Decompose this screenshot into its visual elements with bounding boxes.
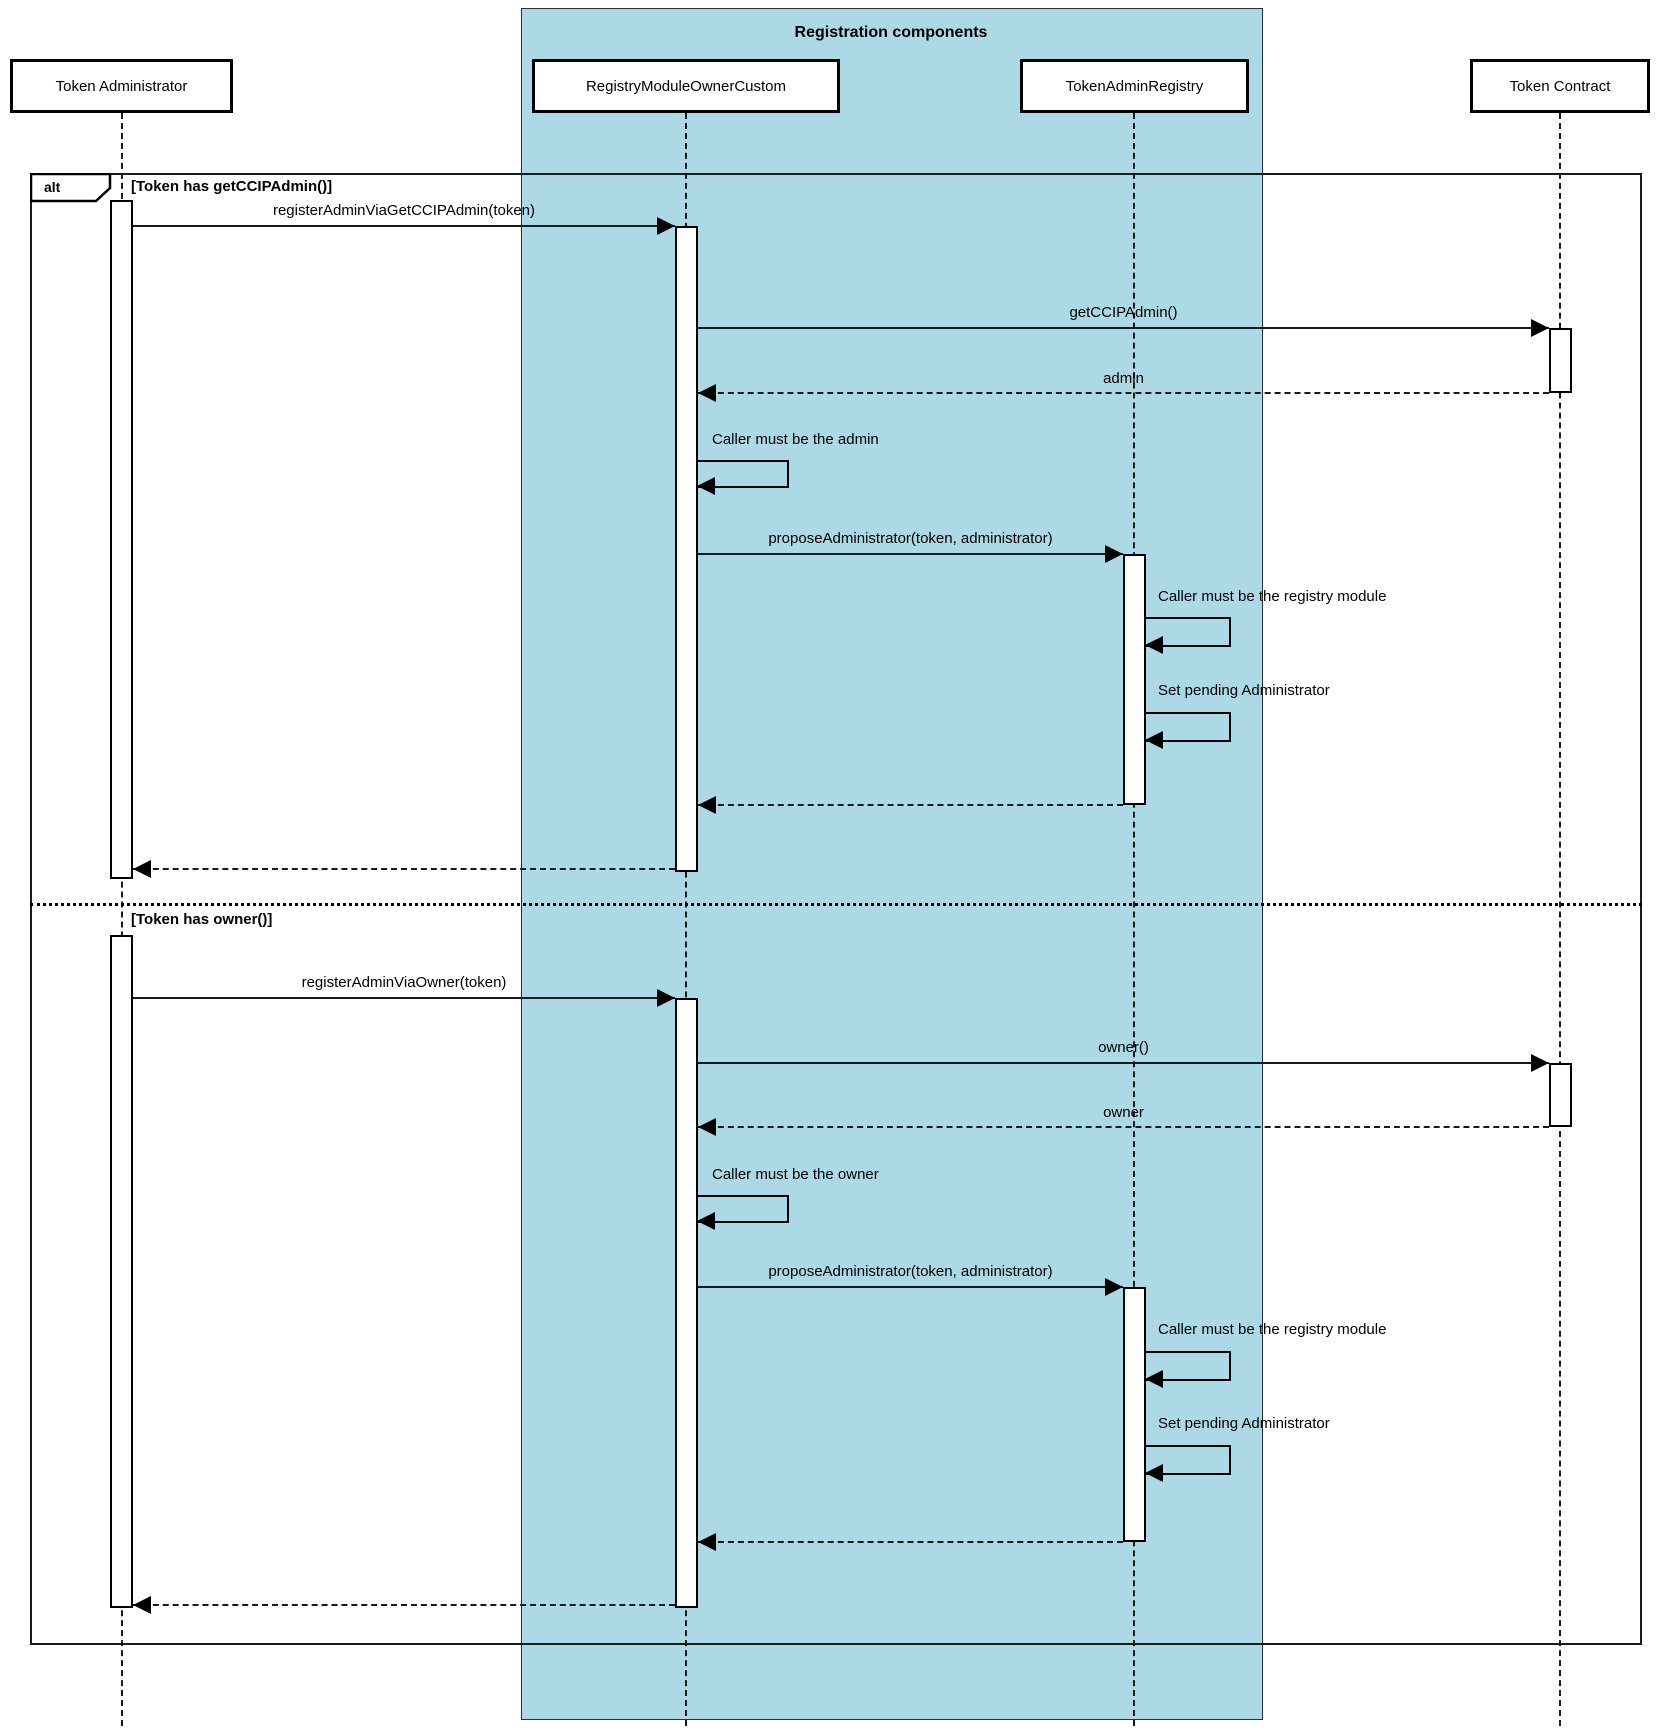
arrowhead-query-1 (1531, 319, 1549, 337)
self-message-label-check-caller-1: Caller must be the admin (712, 431, 879, 448)
arrowhead-query-2 (1531, 1054, 1549, 1072)
guard-token-has-owner: [Token has owner()] (131, 911, 273, 928)
arrowhead-check-registry-1 (1145, 636, 1163, 654)
message-label-query-return-1: admin (1103, 370, 1144, 387)
message-label-query-return-2: owner (1103, 1104, 1144, 1121)
activation-token-administrator-1 (110, 200, 133, 879)
alt-operator-label: alt (44, 179, 61, 195)
self-message-label-check-caller-2: Caller must be the owner (712, 1166, 879, 1183)
guard-token-has-getccipadmin: [Token has getCCIPAdmin()] (131, 178, 333, 195)
activation-token-contract-2 (1549, 1063, 1572, 1127)
activation-token-admin-registry-1 (1123, 554, 1146, 805)
self-message-loop-set-pending-2 (1145, 1445, 1231, 1475)
arrowhead-return-registry-2 (698, 1533, 716, 1551)
arrowhead-query-return-2 (698, 1118, 716, 1136)
activation-token-administrator-2 (110, 935, 133, 1608)
registration-components-title: Registration components (794, 24, 988, 41)
self-message-loop-check-caller-2 (697, 1195, 789, 1223)
return-line-registry-1 (698, 804, 1123, 806)
message-line-register-1 (133, 225, 675, 227)
activation-registry-module-2 (675, 998, 698, 1608)
lifeline-registry-module-owner-custom (685, 113, 687, 1726)
lifeline-token-admin-registry (1133, 113, 1135, 1726)
message-label-query-1: getCCIPAdmin() (1069, 304, 1178, 321)
activation-token-contract-1 (1549, 328, 1572, 393)
self-message-loop-check-registry-2 (1145, 1351, 1231, 1381)
message-line-propose-2 (698, 1286, 1123, 1288)
self-message-label-set-pending-2: Set pending Administrator (1158, 1415, 1330, 1432)
arrowhead-check-caller-2 (697, 1212, 715, 1230)
message-label-propose-2: proposeAdministrator(token, administrato… (768, 1263, 1053, 1280)
arrowhead-propose-1 (1105, 545, 1123, 563)
self-message-loop-check-registry-1 (1145, 617, 1231, 647)
message-line-query-1 (698, 327, 1549, 329)
participant-token-administrator: Token Administrator (10, 59, 233, 113)
activation-registry-module-1 (675, 226, 698, 872)
message-label-propose-1: proposeAdministrator(token, administrato… (768, 530, 1053, 547)
arrowhead-check-registry-2 (1145, 1370, 1163, 1388)
self-message-label-set-pending-1: Set pending Administrator (1158, 682, 1330, 699)
participant-label: Token Contract (1509, 77, 1611, 95)
participant-registry-module-owner-custom: RegistryModuleOwnerCustom (532, 59, 840, 113)
message-line-propose-1 (698, 553, 1123, 555)
participant-token-contract: Token Contract (1470, 59, 1650, 113)
participant-label: RegistryModuleOwnerCustom (585, 77, 787, 95)
arrowhead-return-registry-1 (698, 796, 716, 814)
alt-divider (30, 903, 1642, 906)
participant-token-admin-registry: TokenAdminRegistry (1020, 59, 1249, 113)
participant-label: TokenAdminRegistry (1065, 77, 1204, 95)
arrowhead-register-2 (657, 989, 675, 1007)
message-line-query-return-2 (698, 1126, 1549, 1128)
arrowhead-set-pending-2 (1145, 1464, 1163, 1482)
message-label-register-2: registerAdminViaOwner(token) (301, 974, 507, 991)
arrowhead-propose-2 (1105, 1278, 1123, 1296)
message-line-query-2 (698, 1062, 1549, 1064)
message-label-query-2: owner() (1098, 1039, 1149, 1056)
self-message-label-check-registry-1: Caller must be the registry module (1158, 588, 1387, 605)
lifeline-token-contract (1559, 113, 1561, 1726)
participant-label: Token Administrator (55, 77, 188, 95)
self-message-label-check-registry-2: Caller must be the registry module (1158, 1321, 1387, 1338)
self-message-loop-set-pending-1 (1145, 712, 1231, 742)
arrowhead-register-1 (657, 217, 675, 235)
return-line-admin-1 (133, 868, 675, 870)
arrowhead-return-admin-1 (133, 860, 151, 878)
alt-operator-pentagon (30, 173, 112, 203)
message-line-register-2 (133, 997, 675, 999)
arrowhead-set-pending-1 (1145, 731, 1163, 749)
return-line-registry-2 (698, 1541, 1123, 1543)
lifeline-token-administrator (121, 113, 123, 1726)
message-line-query-return-1 (698, 392, 1549, 394)
arrowhead-return-admin-2 (133, 1596, 151, 1614)
arrowhead-check-caller-1 (697, 477, 715, 495)
arrowhead-query-return-1 (698, 384, 716, 402)
return-line-admin-2 (133, 1604, 675, 1606)
alt-frame (30, 173, 1642, 1645)
message-label-register-1: registerAdminViaGetCCIPAdmin(token) (272, 202, 536, 219)
self-message-loop-check-caller-1 (697, 460, 789, 488)
activation-token-admin-registry-2 (1123, 1287, 1146, 1542)
